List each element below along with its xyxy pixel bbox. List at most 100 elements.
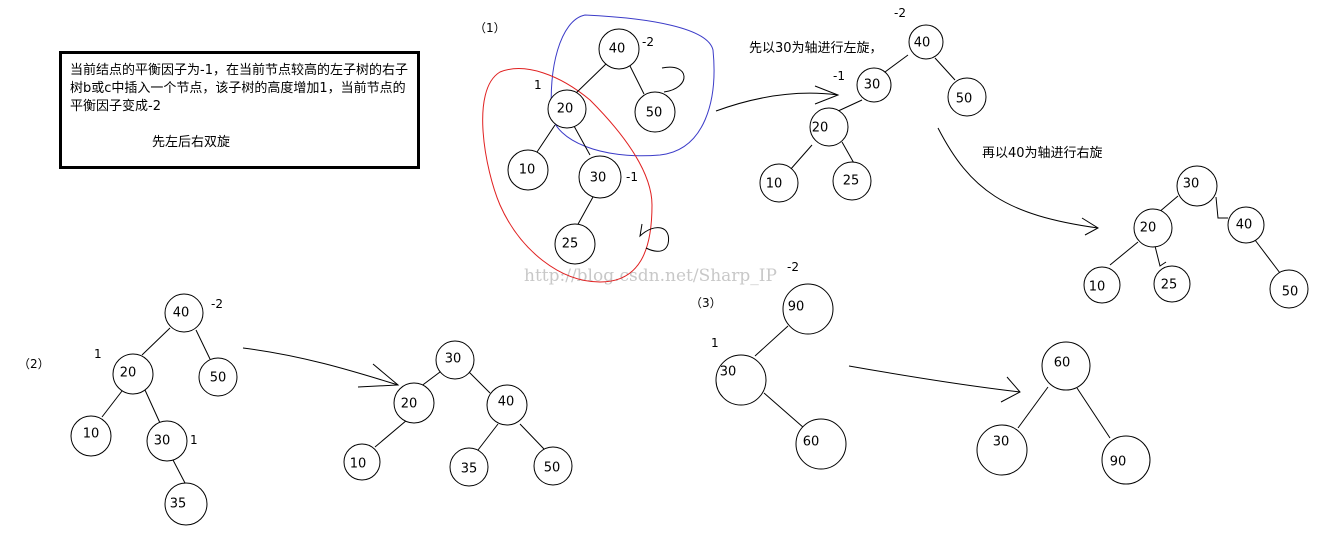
edge: [934, 57, 956, 81]
tree-1-before: 40 20 50 10 30 25 -2 1 -1: [482, 14, 715, 283]
tree-node: [1269, 269, 1309, 309]
tree-node: [634, 91, 676, 133]
edge: [754, 325, 789, 357]
edge: [477, 423, 499, 451]
node-label: 30: [720, 365, 737, 380]
tree-node: [795, 418, 847, 470]
arrow-head: [1000, 376, 1021, 403]
edge: [172, 459, 186, 484]
edge: [629, 65, 645, 95]
node-label: 25: [1161, 278, 1178, 293]
info-text: 当前结点的平衡因子为-1，在当前节点较高的左子树的右子树b或c中插入一个节点，该…: [70, 63, 408, 114]
node-label: 25: [562, 237, 579, 252]
edge: [141, 327, 171, 356]
node-label: 20: [1140, 221, 1157, 236]
node-label: 30: [864, 78, 881, 93]
node-label: 10: [83, 427, 100, 442]
tree-node: [1083, 266, 1121, 304]
edge: [536, 124, 556, 153]
edge: [835, 99, 863, 113]
node-label: 30: [1183, 177, 1200, 192]
caption-step1: 先以30为轴进行左旋，: [749, 41, 883, 56]
section-label-1: （1）: [474, 21, 506, 35]
node-label: 10: [766, 177, 783, 192]
edge: [573, 125, 591, 156]
red-outline: [482, 68, 653, 283]
node-label: 10: [350, 457, 367, 472]
edge: [1017, 386, 1049, 429]
tree-node: [435, 340, 475, 380]
edge: [374, 419, 408, 448]
tree-3-after: 60 30 90: [976, 341, 1151, 485]
tree-node: [759, 163, 799, 203]
balance-factor: 1: [190, 433, 198, 447]
node-label: 60: [1054, 356, 1071, 371]
tree-node: [507, 149, 549, 191]
tree-node: [1041, 341, 1091, 391]
balance-factor: -1: [626, 170, 638, 184]
node-label: 30: [993, 435, 1010, 450]
balance-factor: 1: [94, 347, 102, 361]
edge: [519, 423, 545, 450]
edge: [576, 196, 594, 227]
info-subtitle: 先左后右双旋: [152, 135, 231, 150]
section-label-2: （2）: [18, 357, 50, 371]
tree-node: [782, 283, 834, 335]
tree-node: [1176, 165, 1218, 207]
transform-arrow: [715, 92, 839, 112]
balance-factor: 1: [711, 336, 719, 350]
edge: [467, 370, 491, 394]
node-label: 30: [445, 352, 462, 367]
tree-node: [449, 447, 489, 487]
info-box: 当前结点的平衡因子为-1，在当前节点较高的左子树的右子树b或c中插入一个节点，该…: [59, 51, 420, 169]
tree-node: [393, 382, 435, 424]
tree-node: [598, 28, 640, 70]
tree-node: [715, 354, 767, 406]
edge: [195, 329, 211, 360]
edge: [884, 54, 909, 73]
edge: [144, 389, 161, 424]
edge: [574, 62, 608, 95]
balance-factor: 1: [534, 78, 542, 92]
node-label: 40: [173, 306, 190, 321]
edge: [419, 371, 441, 388]
watermark: http://blog.csdn.net/Sharp_IP: [524, 266, 777, 286]
rotation-mark: [639, 223, 670, 252]
node-label: 35: [170, 497, 187, 512]
tree-node: [908, 24, 944, 60]
tree-node: [533, 446, 573, 486]
caption-step2: 再以40为轴进行右旋: [982, 146, 1103, 161]
node-label: 60: [803, 435, 820, 450]
tree-node: [164, 482, 208, 526]
node-label: 10: [1089, 280, 1106, 295]
rotation-mark: [661, 66, 685, 93]
balance-factor: -2: [211, 297, 223, 311]
node-label: 20: [120, 366, 137, 381]
tree-node: [809, 107, 849, 147]
node-label: 20: [812, 121, 829, 136]
tree-node: [112, 353, 154, 395]
transform-arrow: [937, 127, 1099, 229]
node-label: 35: [461, 462, 478, 477]
tree-node: [1153, 265, 1191, 303]
tree-node: [146, 420, 188, 462]
node-label: 25: [843, 174, 860, 189]
transform-arrow: [848, 365, 1021, 393]
node-label: 40: [914, 36, 931, 51]
node-label: 40: [1236, 218, 1253, 233]
node-label: 50: [544, 461, 561, 476]
node-label: 40: [609, 42, 626, 57]
transform-arrow: [242, 347, 399, 386]
blue-outline: [550, 14, 715, 157]
tree-node: [547, 89, 587, 129]
node-label: 50: [210, 371, 227, 386]
tree-node: [343, 443, 381, 481]
edge: [1109, 241, 1139, 266]
edge: [763, 392, 805, 429]
tree-node: [1101, 435, 1151, 485]
arrow-head: [1081, 217, 1099, 236]
edge: [1254, 239, 1281, 274]
tree-node: [578, 155, 622, 199]
tree-node: [1227, 206, 1265, 244]
